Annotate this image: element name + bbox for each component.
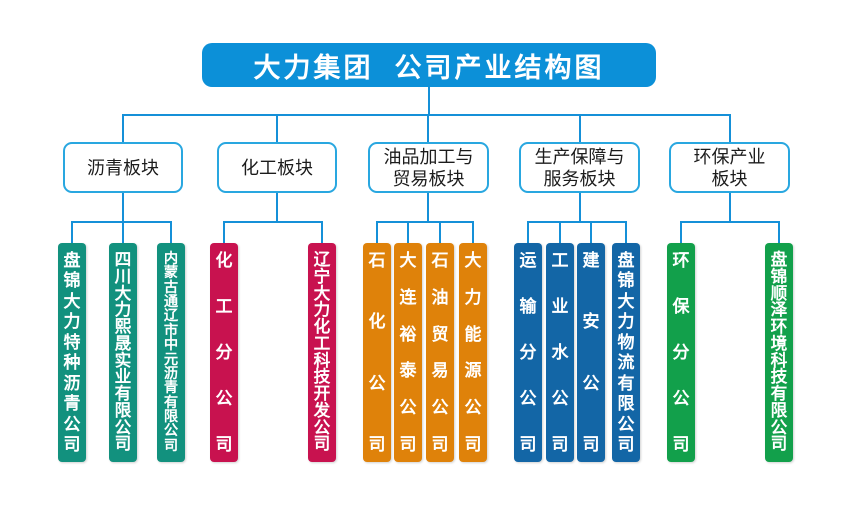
category-box-chemical: 化工板块 [217, 142, 337, 193]
company-bar: 石化公司 [363, 243, 391, 462]
company-bar: 运输分公司 [514, 243, 542, 462]
category-box-oil-trade: 油品加工与 贸易板块 [368, 142, 489, 193]
company-bar: 环保分公司 [667, 243, 695, 462]
company-bar: 石油贸易公司 [426, 243, 454, 462]
company-bar: 大力能源公司 [459, 243, 487, 462]
category-box-asphalt: 沥青板块 [63, 142, 183, 193]
company-bar: 四川大力熙晟实业有限公司 [109, 243, 137, 462]
company-bar: 辽宁大力化工科技开发公司 [308, 243, 336, 462]
chart-title: 大力集团 公司产业结构图 [202, 43, 656, 87]
company-bar: 盘锦大力物流有限公司 [612, 243, 640, 462]
company-bar: 化工分公司 [210, 243, 238, 462]
category-box-environmental: 环保产业 板块 [669, 142, 790, 193]
company-bar: 内蒙古通辽市中元沥青有限公司 [157, 243, 185, 462]
company-bar: 工业水公司 [546, 243, 574, 462]
company-bar: 建安公司 [577, 243, 605, 462]
company-bar: 大连裕泰公司 [394, 243, 422, 462]
category-box-production-service: 生产保障与 服务板块 [519, 142, 640, 193]
company-bar: 盘锦顺泽环境科技有限公司 [765, 243, 793, 462]
company-bar: 盘锦大力特种沥青公司 [58, 243, 86, 462]
